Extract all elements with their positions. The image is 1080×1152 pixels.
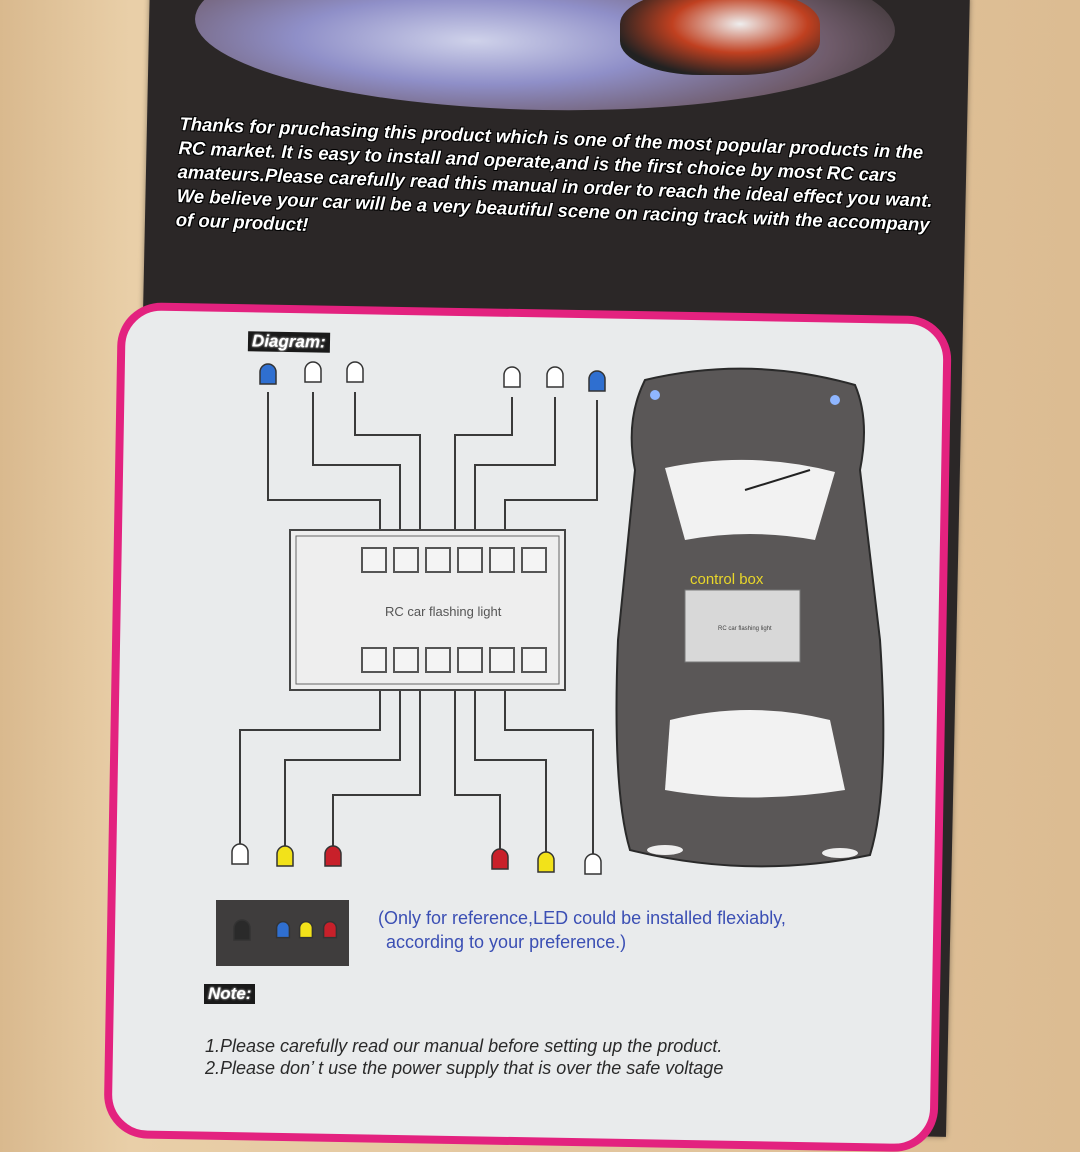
led-icon	[231, 843, 249, 865]
led-icon	[304, 361, 322, 383]
car-control-box	[684, 589, 801, 663]
reference-line-2: according to your preference.)	[386, 932, 627, 952]
socket	[457, 547, 483, 573]
led-icon	[503, 366, 521, 388]
hero-car-image	[620, 0, 820, 75]
led-icon	[537, 851, 555, 873]
socket	[361, 647, 387, 673]
socket	[393, 647, 419, 673]
led-icon	[322, 920, 338, 939]
socket	[425, 647, 451, 673]
led-icon	[491, 848, 509, 870]
sockets	[361, 547, 547, 673]
socket	[489, 647, 515, 673]
led-icon	[233, 919, 251, 941]
led-icon	[276, 845, 294, 867]
wires	[239, 392, 598, 857]
led-icon	[588, 370, 606, 392]
socket	[521, 547, 547, 573]
wiring-diagram: RC car flashing light control box RC car…	[216, 361, 885, 966]
socket	[361, 547, 387, 573]
socket	[425, 547, 451, 573]
led-icon	[275, 920, 291, 939]
note-heading: Note:	[204, 984, 256, 1004]
car-illustration	[615, 367, 885, 868]
socket	[489, 547, 515, 573]
reference-note: (Only for reference,LED could be install…	[378, 906, 786, 954]
reference-line-1: (Only for reference,LED could be install…	[378, 908, 786, 928]
socket	[521, 647, 547, 673]
led-icon	[584, 853, 602, 875]
socket	[393, 547, 419, 573]
led-icon	[346, 361, 364, 383]
led-icon	[546, 366, 564, 388]
module-label: RC car flashing light	[385, 604, 502, 619]
led-icon	[259, 363, 277, 385]
led-icon	[298, 920, 314, 939]
car-label: control box	[690, 571, 764, 588]
car-module-label: RC car flashing light	[718, 626, 772, 632]
legend-leds	[233, 919, 338, 941]
top-leds	[259, 361, 606, 392]
note-item-1: 1.Please carefully read our manual befor…	[205, 1036, 723, 1056]
socket	[457, 647, 483, 673]
bottom-leds	[231, 843, 602, 875]
note-item-2: 2.Please don’ t use the power supply tha…	[205, 1058, 724, 1078]
led-icon	[324, 845, 342, 867]
